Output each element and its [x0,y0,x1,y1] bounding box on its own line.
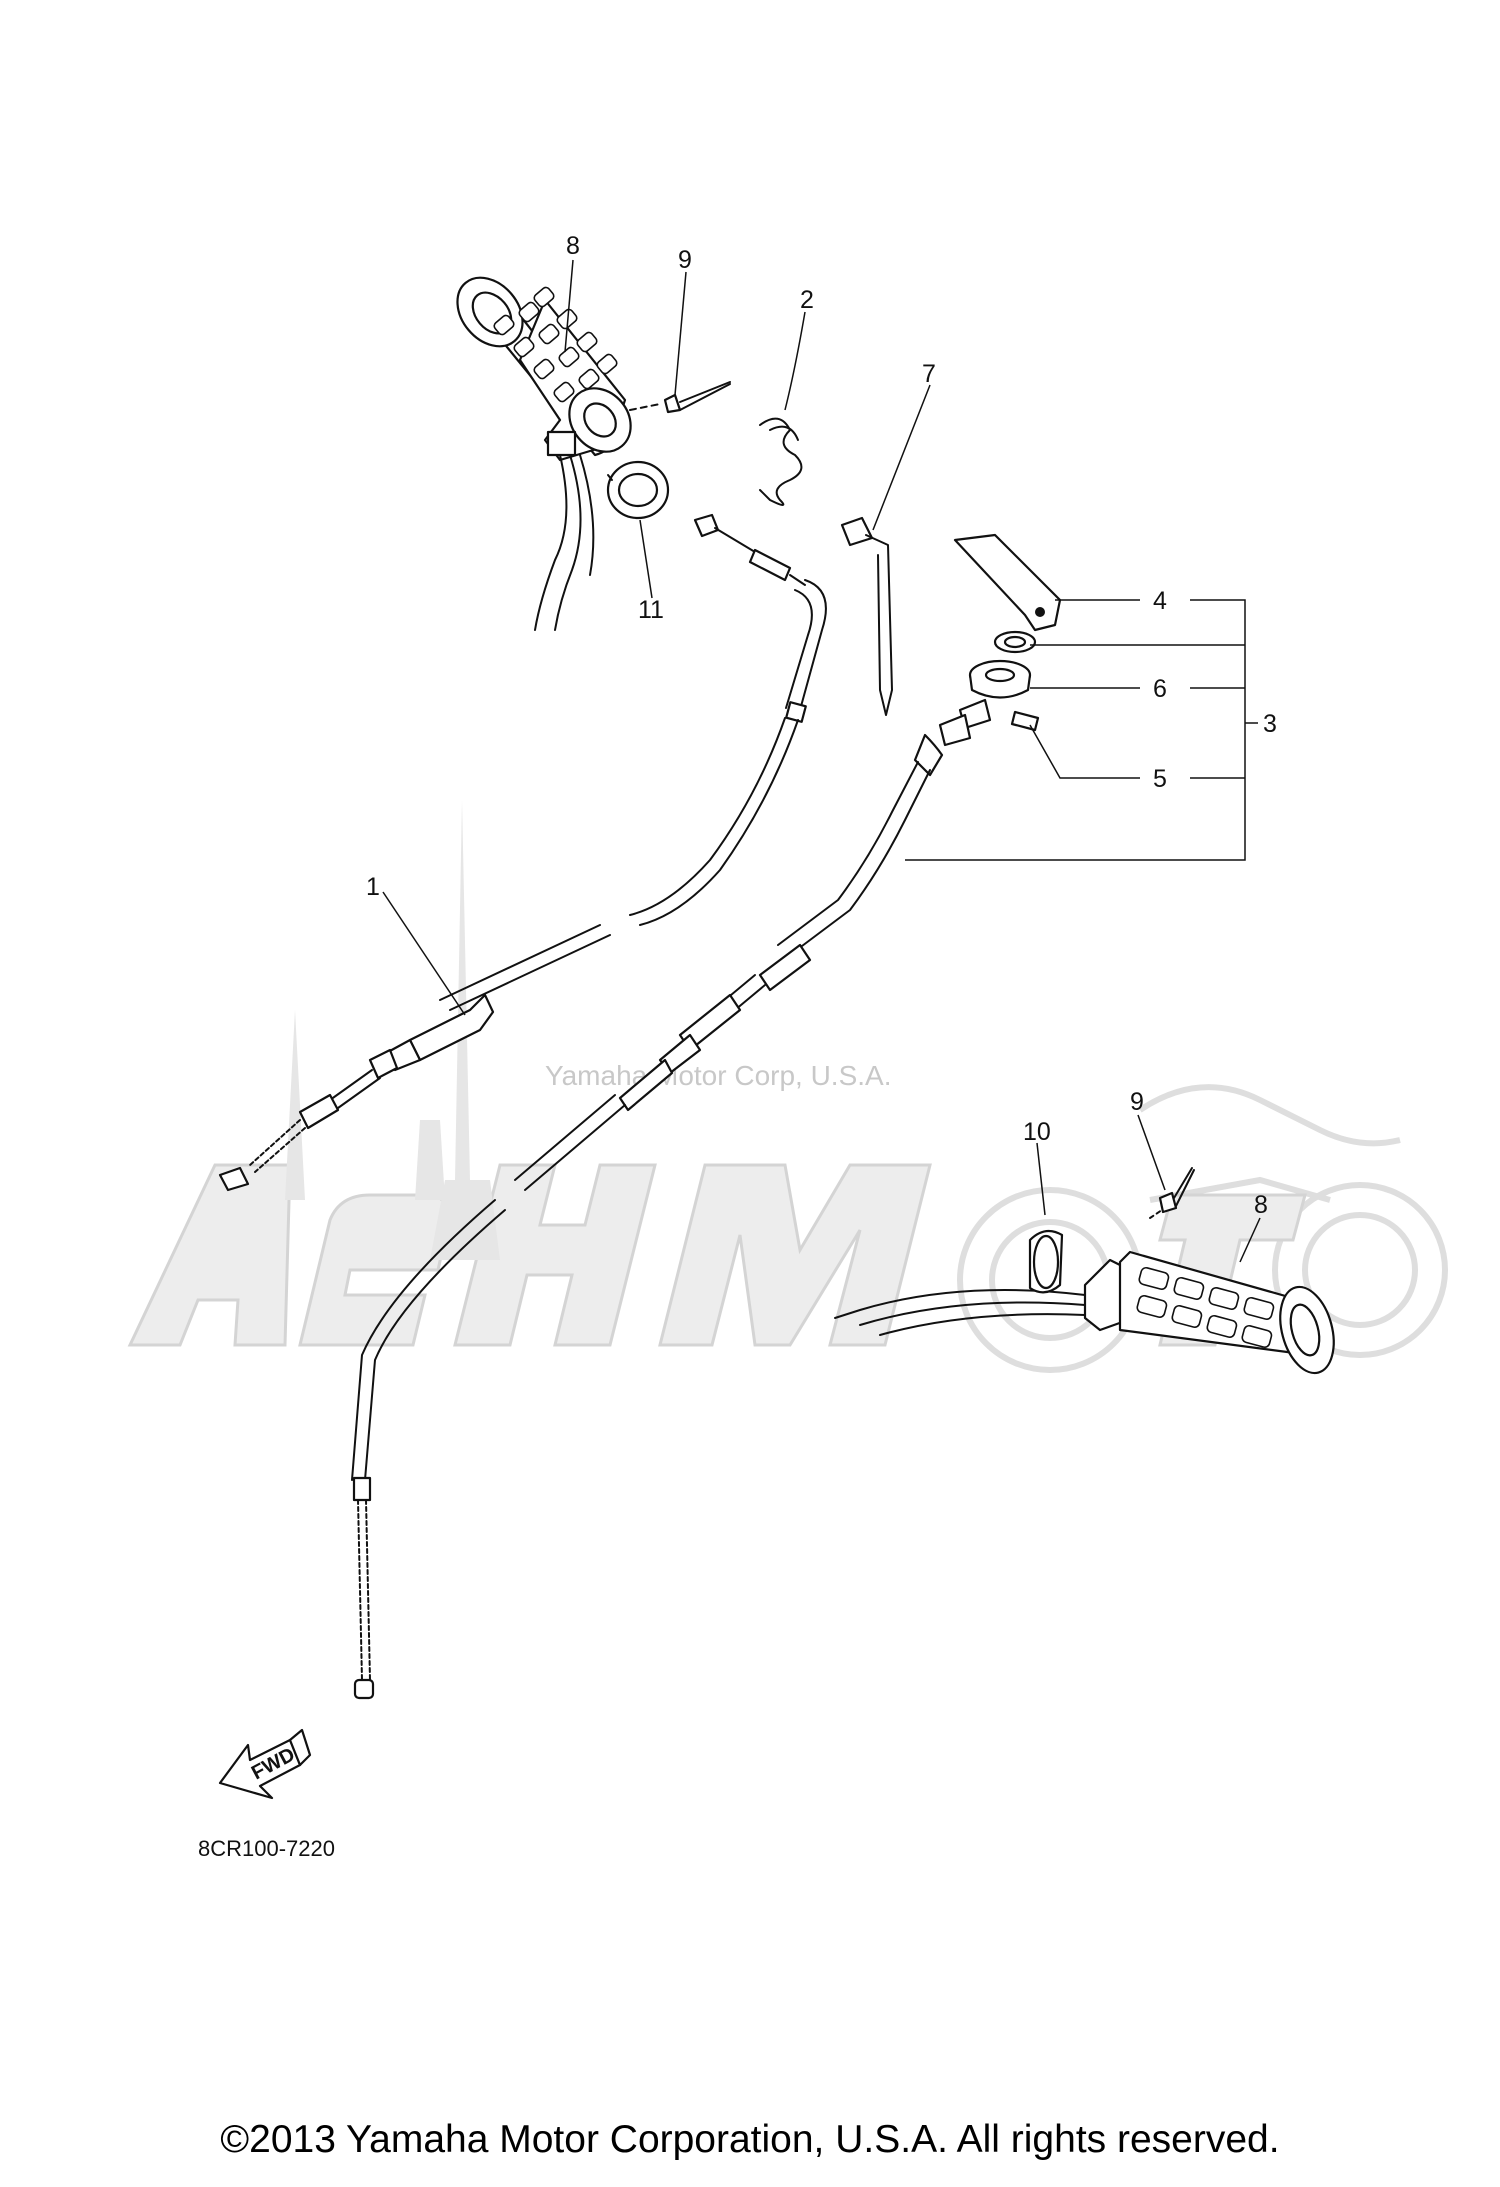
clip-part-2 [759,417,803,506]
screw-part-9-top [629,381,731,414]
callout-8-top: 8 [566,232,580,260]
callout-9-top: 9 [678,246,692,274]
screw-part-9-bottom [1149,1167,1195,1219]
part-code: 8CR100-7220 [198,1836,335,1861]
callout-9-bottom: 9 [1130,1088,1144,1116]
right-grip [834,1250,1335,1375]
callout-7: 7 [922,360,936,388]
callout-3: 3 [1263,710,1277,738]
parts-diagram: Yamaha Motor Corp, U.S.A. [127,232,1448,1861]
watermark-text: Yamaha Motor Corp, U.S.A. [545,1060,892,1091]
callout-6: 6 [1153,675,1167,703]
callouts: 1 2 3 4 5 6 7 8 8 9 9 10 11 [366,232,1277,1219]
callout-2: 2 [800,286,814,314]
washer-part-4b [993,630,1037,654]
watermark-spire [285,800,500,1260]
callout-11: 11 [638,596,664,624]
throttle-lever-part-4 [953,533,1062,632]
callout-5: 5 [1153,765,1167,793]
copyright-notice: ©2013 Yamaha Motor Corporation, U.S.A. A… [220,2118,1280,2161]
cable-part-3 [351,698,992,1700]
band-part-7 [840,516,893,716]
left-grip-pattern [493,286,618,403]
callout-8-bottom: 8 [1254,1191,1268,1219]
fwd-arrow: FWD [218,1728,312,1800]
callout-1: 1 [366,873,380,901]
right-grip-pattern [1136,1266,1275,1348]
collar-part-10 [1028,1229,1064,1294]
pin-part-5 [1010,710,1040,732]
callout-4: 4 [1153,587,1167,615]
collar-part-6 [968,659,1032,699]
collar-part-11 [606,460,670,520]
leader-lines [382,259,1261,1263]
callout-10: 10 [1023,1118,1051,1146]
cable-part-1 [218,513,827,1192]
left-grip [456,276,632,631]
